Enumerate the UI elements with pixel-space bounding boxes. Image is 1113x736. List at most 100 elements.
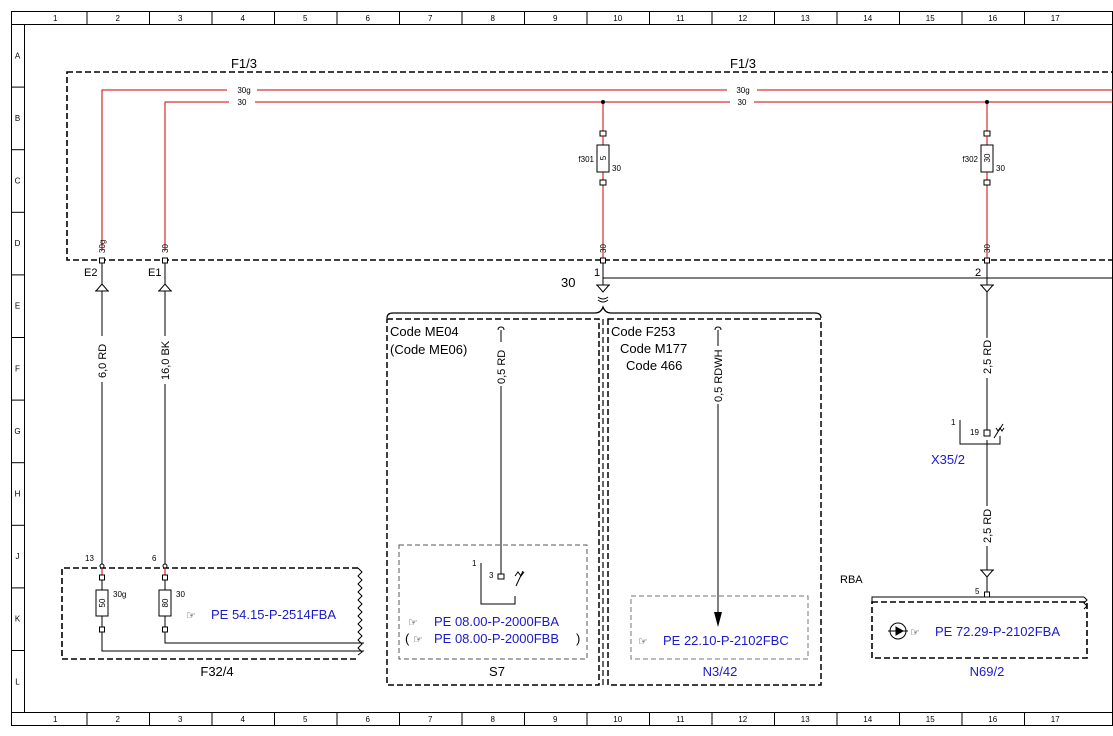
hand-pointer-icon[interactable]: ☞: [186, 610, 196, 622]
svg-text:☞: ☞: [408, 617, 418, 629]
column-number: 13: [801, 14, 810, 23]
f32-label: F32/4: [200, 664, 233, 679]
hand-pointer-icon[interactable]: ☞: [408, 617, 418, 629]
row-letter: J: [16, 552, 20, 561]
fuse-f301: [596, 130, 610, 186]
column-number: 7: [428, 715, 433, 724]
wire-label-05rdwh: 0,5 RDWH: [713, 349, 725, 402]
f32-pin-6: 6: [152, 554, 157, 563]
column-number: 10: [613, 14, 622, 23]
row-letter: K: [15, 615, 21, 624]
bus-tag-30-right: 30: [738, 98, 747, 107]
fuse-f301-rating: 5: [599, 155, 608, 160]
column-number: 11: [676, 715, 685, 724]
n692-link[interactable]: PE 72.29-P-2102FBA: [935, 624, 1060, 639]
hand-pointer-icon[interactable]: ☞: [638, 636, 648, 648]
pin-30g-vertical: 30g: [98, 240, 107, 253]
code-box-right-line1: Code F253: [611, 324, 675, 339]
column-number: 9: [553, 715, 558, 724]
f32-fuse-a-tag: 30g: [113, 590, 126, 599]
output-30-line: [602, 263, 1113, 285]
node-2-label: 2: [975, 267, 981, 279]
fuse-f301-name: f301: [578, 155, 594, 164]
pin-30-f302: 30: [983, 244, 992, 253]
hand-pointer-icon[interactable]: ☞: [413, 634, 423, 646]
s7-box: [398, 544, 588, 660]
s7-link-2[interactable]: PE 08.00-P-2000FBB: [434, 631, 559, 646]
n692-box: [871, 601, 1088, 659]
s7-pin-1: 1: [472, 559, 477, 568]
n692-label[interactable]: N69/2: [970, 664, 1005, 679]
column-number: 3: [178, 715, 183, 724]
row-letter: F: [15, 364, 20, 373]
arrow-down-icon: [714, 612, 722, 627]
column-number: 13: [801, 715, 810, 724]
column-number: 8: [491, 14, 496, 23]
fusebox-label-left: F1/3: [231, 56, 257, 71]
f32-box-outline: [61, 567, 358, 660]
drawing-frame: [11, 11, 1113, 726]
column-number: 4: [241, 715, 246, 724]
column-number: 4: [241, 14, 246, 23]
wire-label-16bk: 16,0 BK: [160, 340, 172, 380]
column-number: 10: [613, 715, 622, 724]
row-letter: A: [15, 51, 21, 60]
switch-symbol-icon: [480, 563, 525, 605]
f32-box-zigzag: [357, 567, 363, 656]
wire-label-25rd-lower: 2,5 RD: [982, 509, 994, 543]
column-number: 15: [926, 14, 935, 23]
row-letter: C: [15, 177, 21, 186]
n342-label[interactable]: N3/42: [703, 664, 738, 679]
column-number: 15: [926, 715, 935, 724]
column-number: 8: [491, 715, 496, 724]
code-box-left-line1: Code ME04: [390, 324, 459, 339]
row-letter: L: [15, 677, 20, 686]
fuse-f302: [980, 130, 994, 186]
column-number: 17: [1051, 14, 1060, 23]
row-letter: E: [15, 302, 20, 311]
n342-box: [630, 595, 809, 660]
column-number: 6: [366, 715, 371, 724]
bus-tag-30g-left: 30g: [237, 86, 250, 95]
bus-tag-30g-right: 30g: [736, 86, 749, 95]
column-number: 5: [303, 715, 308, 724]
column-number: 14: [863, 715, 872, 724]
hand-pointer-icon[interactable]: ☞: [910, 627, 920, 639]
row-letter: H: [15, 490, 21, 499]
wire-label-05rd: 0,5 RD: [496, 350, 508, 384]
column-number: 11: [676, 14, 685, 23]
s7-pin-3: 3: [489, 571, 494, 580]
n692-pin: [984, 591, 990, 598]
x352-label[interactable]: X35/2: [931, 452, 965, 467]
column-number: 9: [553, 14, 558, 23]
f32-fuse-a: [95, 568, 364, 652]
ground-triangle-icon: [95, 283, 172, 292]
column-number: 5: [303, 14, 308, 23]
f32-fuse-a-rating: 50: [98, 598, 107, 607]
n342-link[interactable]: PE 22.10-P-2102FBC: [663, 633, 789, 648]
column-number: 7: [428, 14, 433, 23]
column-number: 1: [53, 715, 58, 724]
line-30-label: 30: [561, 275, 575, 290]
s7-label: S7: [489, 664, 505, 679]
f32-link[interactable]: PE 54.15-P-2514FBA: [211, 607, 336, 622]
junction-dot: [985, 100, 989, 104]
busbars: [101, 89, 1113, 258]
wire-label-6rd: 6,0 RD: [97, 344, 109, 378]
column-number: 16: [988, 715, 997, 724]
fuse-f301-terminal: 30: [612, 164, 621, 173]
column-number: 12: [738, 715, 747, 724]
code-box-right-line3: Code 466: [626, 358, 682, 373]
connector-bracket-icon: [597, 296, 609, 303]
column-number: 12: [738, 14, 747, 23]
s7-link-1[interactable]: PE 08.00-P-2000FBA: [434, 614, 559, 629]
svg-text:☞: ☞: [910, 627, 920, 639]
column-number: 1: [53, 14, 58, 23]
resistor-symbol-icon: [959, 420, 1005, 445]
fuse-f302-rating: 30: [983, 153, 992, 162]
n692-pin-5: 5: [975, 587, 980, 596]
s7-link-2-close: ): [576, 631, 580, 646]
